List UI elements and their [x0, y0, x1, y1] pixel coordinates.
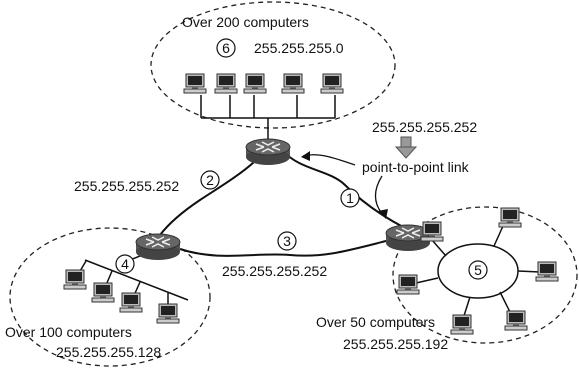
computer-icon	[214, 73, 238, 94]
computer-icon	[320, 73, 344, 94]
subnet-5-mask: 255.255.255.192	[343, 336, 448, 352]
down-arrow-icon	[394, 136, 418, 159]
subnet-6-mask: 255.255.255.0	[254, 40, 344, 56]
computer-icon	[420, 221, 444, 242]
computer-icon	[504, 310, 528, 331]
computer-icon	[396, 274, 420, 295]
subnet-6-title: Over 200 computers	[182, 14, 309, 30]
link-3-number-circle	[277, 231, 297, 251]
computer-icon	[535, 261, 559, 282]
computer-icon	[450, 314, 474, 335]
callout-arrow-top	[302, 154, 356, 166]
computer-icon	[243, 73, 267, 94]
subnet-4-title: Over 100 computers	[5, 324, 132, 340]
subnet-6-number-circle	[216, 38, 236, 58]
link-2-wire	[159, 161, 255, 236]
link-3-number: 3	[283, 233, 291, 249]
subnet-4-boundary	[9, 227, 211, 367]
computer-icon	[183, 73, 207, 94]
link-3-wire	[179, 239, 391, 257]
link-3-mask: 255.255.255.252	[222, 263, 327, 279]
router-icon	[135, 233, 181, 261]
computer-icon	[156, 303, 180, 324]
subnet-6-bus	[200, 95, 336, 140]
computer-icon	[498, 207, 522, 228]
callout-arrowhead-bottom	[378, 209, 388, 219]
computer-icon	[119, 292, 143, 313]
subnet-5-number: 5	[474, 262, 482, 278]
subnet-6-boundary	[150, 1, 396, 129]
subnet-4-mask: 255.255.255.128	[56, 344, 161, 360]
subnet-5-boundary	[392, 206, 578, 344]
computer-icon	[63, 269, 87, 290]
callout-label: point-to-point link	[362, 159, 470, 175]
subnet-4-number: 4	[121, 256, 129, 272]
link-2-number-circle	[200, 170, 220, 190]
computer-icon	[281, 73, 305, 94]
subnet-4-number-circle	[115, 254, 135, 274]
callout-mask: 255.255.255.252	[372, 119, 477, 135]
callout-arrowhead-top	[301, 151, 310, 161]
link-1-number-circle	[340, 188, 360, 208]
link-1-number: 1	[346, 190, 354, 206]
subnet-5-number-circle	[468, 260, 488, 280]
router-icon	[245, 138, 291, 166]
computer-icon	[91, 282, 115, 303]
link-2-mask: 255.255.255.252	[74, 178, 179, 194]
subnet-6-number: 6	[222, 40, 230, 56]
subnet-5-title: Over 50 computers	[316, 314, 435, 330]
link-2-number: 2	[206, 172, 214, 188]
